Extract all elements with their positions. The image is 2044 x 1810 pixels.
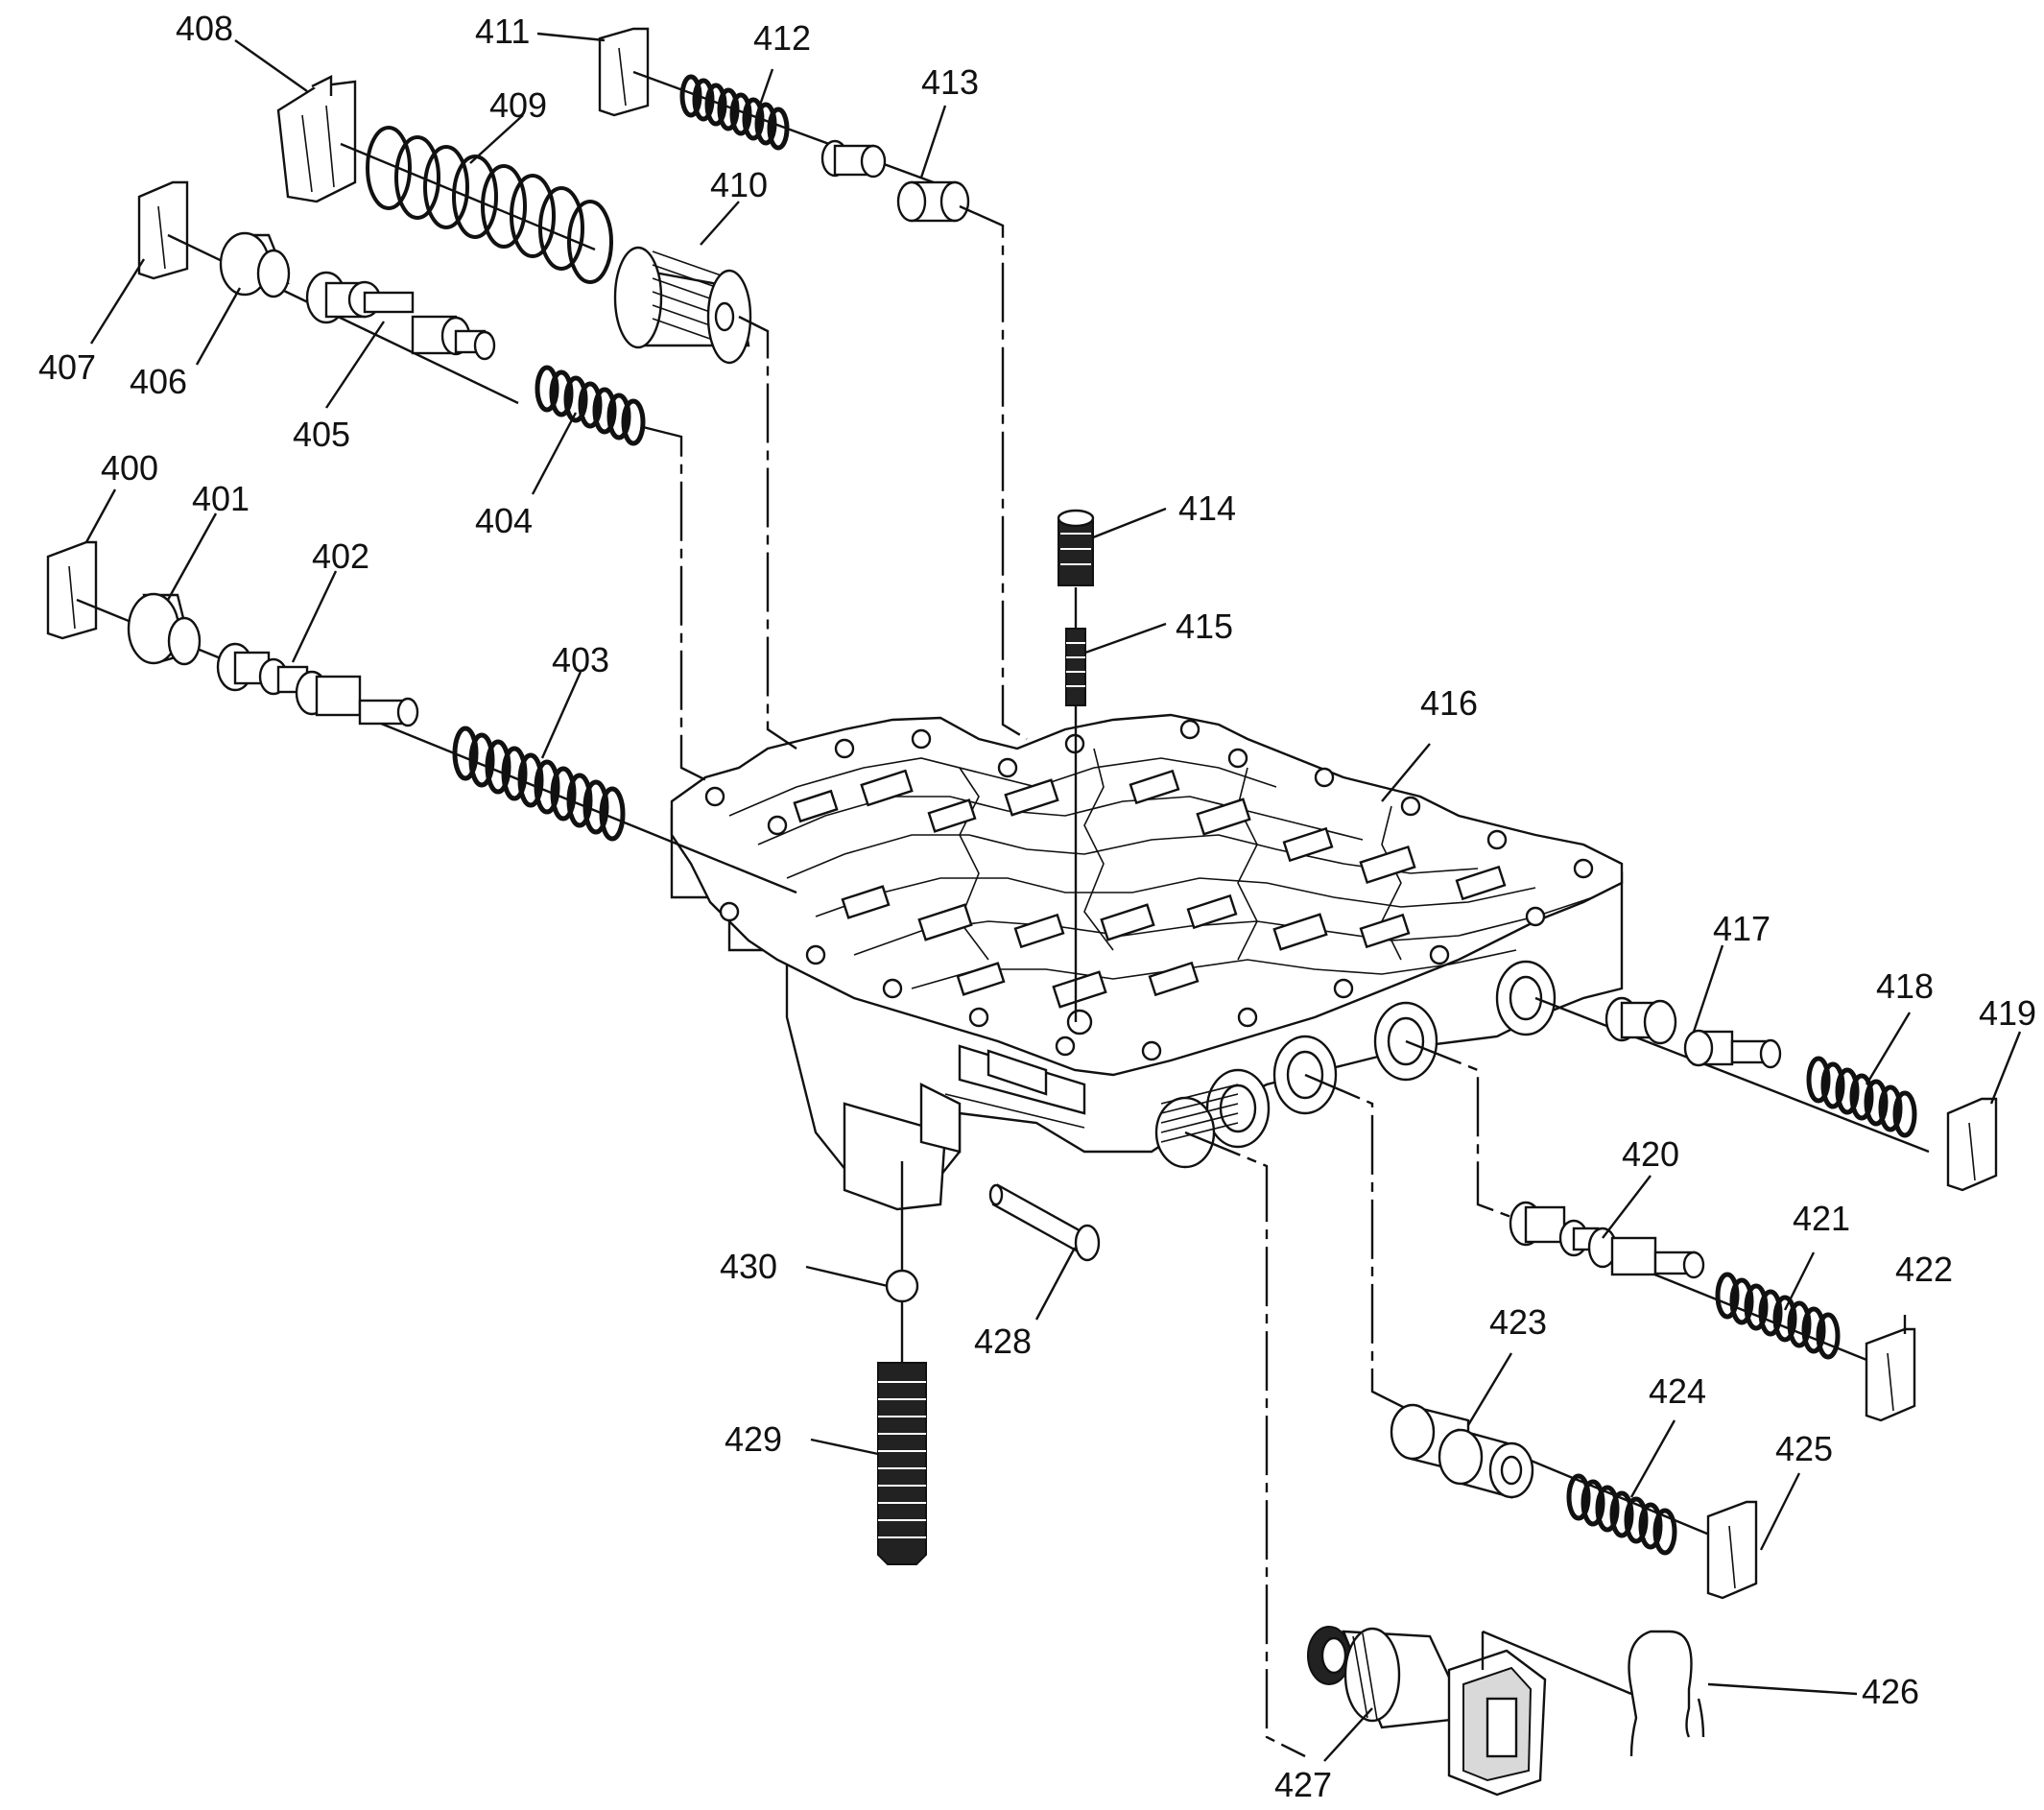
callout-401: 401: [192, 479, 250, 518]
callout-411: 411: [475, 12, 530, 51]
assembly-line-410: [738, 315, 797, 750]
retainer-408: [276, 75, 357, 203]
plug-414: [1057, 509, 1095, 586]
callout-400: 400: [101, 448, 158, 488]
spring-421: [1715, 1272, 1841, 1360]
valve-body-416: [670, 713, 1624, 1211]
valve-420: [1509, 1201, 1705, 1279]
callout-429: 429: [725, 1419, 782, 1459]
assembly-line-427: [1184, 1131, 1306, 1758]
callout-419: 419: [1979, 993, 2036, 1033]
retainer-407: [137, 180, 189, 280]
callout-414: 414: [1178, 488, 1236, 528]
callout-408: 408: [176, 9, 233, 48]
retainer-422: [1865, 1327, 1916, 1422]
spring-404: [535, 365, 646, 446]
callout-413: 413: [921, 62, 979, 102]
clip-426: [1628, 1630, 1705, 1757]
leader-lines: [84, 32, 2022, 1762]
sleeve-406: [167, 231, 519, 405]
retainer-400: [46, 540, 98, 640]
retainer-411: [598, 27, 650, 117]
spring-412: [632, 70, 961, 194]
callout-402: 402: [312, 536, 369, 576]
callout-412: 412: [753, 18, 811, 58]
callout-427: 427: [1274, 1765, 1332, 1804]
valve-405: [305, 271, 496, 361]
retainer-425: [1706, 1500, 1758, 1600]
assembly-line-413: [959, 204, 1028, 741]
valve-413: [820, 139, 970, 223]
callout-406: 406: [130, 362, 187, 401]
valve-410: [613, 246, 752, 365]
spring-403: [452, 726, 626, 842]
spring-418: [1806, 1056, 1917, 1138]
axis-line-417-419: [1534, 996, 1930, 1154]
callout-404: 404: [475, 501, 533, 540]
callout-417: 417: [1713, 909, 1771, 948]
callout-403: 403: [552, 640, 609, 679]
callout-409: 409: [489, 85, 547, 125]
callout-420: 420: [1622, 1134, 1679, 1174]
callout-426: 426: [1862, 1672, 1919, 1711]
callout-423: 423: [1489, 1302, 1547, 1342]
callout-418: 418: [1876, 966, 1934, 1006]
valve-417: [1604, 996, 1782, 1069]
spring-429: [877, 1362, 927, 1565]
callout-421: 421: [1793, 1199, 1850, 1238]
callout-428: 428: [974, 1322, 1032, 1361]
spring-409: [340, 126, 613, 284]
retainer-419: [1946, 1097, 1998, 1192]
solenoid-427: [1307, 1626, 1632, 1797]
assembly-line-423: [1304, 1073, 1412, 1413]
callout-425: 425: [1775, 1429, 1833, 1468]
ball-430: [885, 1269, 919, 1303]
callout-410: 410: [710, 165, 768, 204]
spring-424: [1566, 1473, 1677, 1556]
assembly-line-420: [1405, 1039, 1517, 1221]
valve-402: [216, 642, 419, 727]
callout-430: 430: [720, 1247, 777, 1286]
callout-labels: 408 409 410 411 412 413 407 406 405 404 …: [38, 9, 2036, 1804]
callout-407: 407: [38, 347, 96, 387]
callout-422: 422: [1895, 1250, 1953, 1289]
callout-405: 405: [293, 415, 350, 454]
assembly-line-404: [642, 425, 711, 784]
spring-415: [1065, 628, 1086, 706]
callout-416: 416: [1420, 683, 1478, 723]
pin-428: [988, 1183, 1101, 1262]
callout-415: 415: [1176, 607, 1233, 646]
valve-423: [1390, 1403, 1534, 1499]
callout-424: 424: [1649, 1371, 1706, 1411]
sleeve-401: [127, 592, 202, 666]
